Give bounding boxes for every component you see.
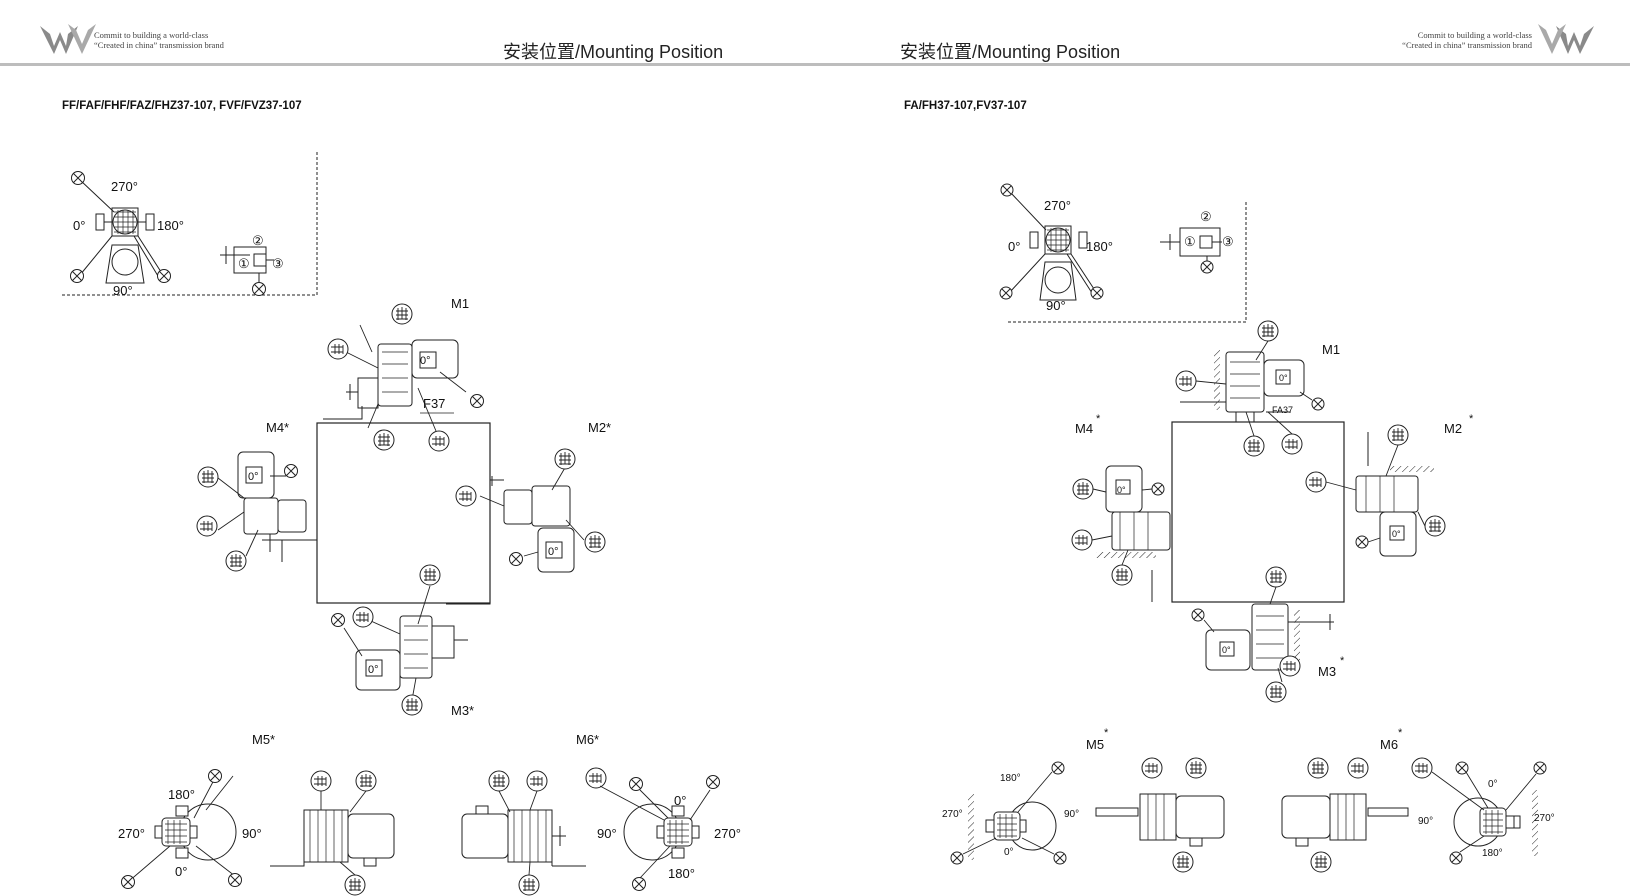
slogan-line-2: “Created in china” transmission brand: [94, 40, 224, 50]
page-title-left: 安装位置/Mounting Position: [503, 42, 724, 62]
motor-0-m3-left: 0°: [368, 664, 379, 676]
ref-angle-0-left: 0°: [73, 218, 85, 233]
m6r-angle-0: 0°: [1488, 779, 1498, 790]
page-title-right: 安装位置/Mounting Position: [900, 42, 1121, 62]
label-m3-left: M3*: [451, 703, 474, 718]
label-m2-right: M2: [1444, 421, 1462, 436]
star-m2-right: *: [1469, 413, 1474, 425]
m6-angle-270: 270°: [714, 826, 741, 841]
star-m4-right: *: [1096, 413, 1101, 425]
ref-angle-90-right: 90°: [1046, 298, 1066, 313]
label-m6-left: M6*: [576, 732, 599, 747]
motor-0-m1-left: 0°: [420, 355, 431, 367]
m5-angle-270: 270°: [118, 826, 145, 841]
m5r-angle-270: 270°: [942, 809, 963, 820]
label-m4-right: M4: [1075, 421, 1093, 436]
label-m5-left: M5*: [252, 732, 275, 747]
label-m4-left: M4*: [266, 420, 289, 435]
left-page-drawing: 270° 0° 180° 90° ② ① ③ M1 M4* M2* M3* M5…: [62, 150, 741, 896]
star-m6-right: *: [1398, 727, 1403, 739]
ref-side-3-left: ③: [272, 256, 284, 271]
model-label-fa37: FA37: [1272, 405, 1293, 415]
ref-side-3-right: ③: [1222, 234, 1234, 249]
m6-angle-90: 90°: [597, 826, 617, 841]
series-title-right: FA/FH37-107,FV37-107: [904, 100, 1027, 112]
motor-0-m1-right: 0°: [1279, 373, 1288, 383]
ref-side-1-left: ①: [238, 256, 250, 271]
ref-angle-270-right: 270°: [1044, 198, 1071, 213]
label-m6-right: M6: [1380, 737, 1398, 752]
label-m2-left: M2*: [588, 420, 611, 435]
brand-logo-right: [1538, 24, 1594, 54]
m5r-angle-90: 90°: [1064, 809, 1079, 820]
ref-angle-270-left: 270°: [111, 179, 138, 194]
ref-angle-90-left: 90°: [113, 283, 133, 298]
label-m5-right: M5: [1086, 737, 1104, 752]
slogan-line-2-right: “Created in china” transmission brand: [1402, 40, 1532, 50]
ref-angle-180-right: 180°: [1086, 239, 1113, 254]
header-rule: [0, 63, 1630, 66]
ref-side-2-right: ②: [1200, 209, 1212, 224]
m5-angle-180: 180°: [168, 787, 195, 802]
m6-angle-180: 180°: [668, 866, 695, 881]
slogan-line-1-right: Commit to building a world-class: [1417, 30, 1532, 40]
brand-logo-left: [40, 24, 96, 54]
m5-angle-0: 0°: [175, 864, 187, 879]
motor-0-m2-left: 0°: [548, 546, 559, 558]
motor-0-m4-left: 0°: [248, 471, 259, 483]
motor-0-m2-right: 0°: [1392, 529, 1401, 539]
m6r-angle-90: 90°: [1418, 816, 1433, 827]
motor-0-m4-right: 0°: [1117, 485, 1126, 495]
star-m3-right: *: [1340, 655, 1345, 667]
ref-side-1-right: ①: [1184, 234, 1196, 249]
m6r-angle-180: 180°: [1482, 848, 1503, 859]
m5-angle-90: 90°: [242, 826, 262, 841]
ref-angle-0-right: 0°: [1008, 239, 1020, 254]
star-m5-right: *: [1104, 727, 1109, 739]
m5r-angle-180: 180°: [1000, 773, 1021, 784]
model-label-f37: F37: [423, 396, 445, 411]
label-m3-right: M3: [1318, 664, 1336, 679]
ref-side-2-left: ②: [252, 233, 264, 248]
m5r-angle-0: 0°: [1004, 847, 1014, 858]
series-title-left: FF/FAF/FHF/FAZ/FHZ37-107, FVF/FVZ37-107: [62, 100, 302, 112]
m6-angle-0: 0°: [674, 793, 686, 808]
m6r-angle-270: 270°: [1534, 813, 1555, 824]
slogan-line-1: Commit to building a world-class: [94, 30, 209, 40]
ref-angle-180-left: 180°: [157, 218, 184, 233]
label-m1-right: M1: [1322, 342, 1340, 357]
motor-0-m3-right: 0°: [1222, 645, 1231, 655]
label-m1-left: M1: [451, 296, 469, 311]
